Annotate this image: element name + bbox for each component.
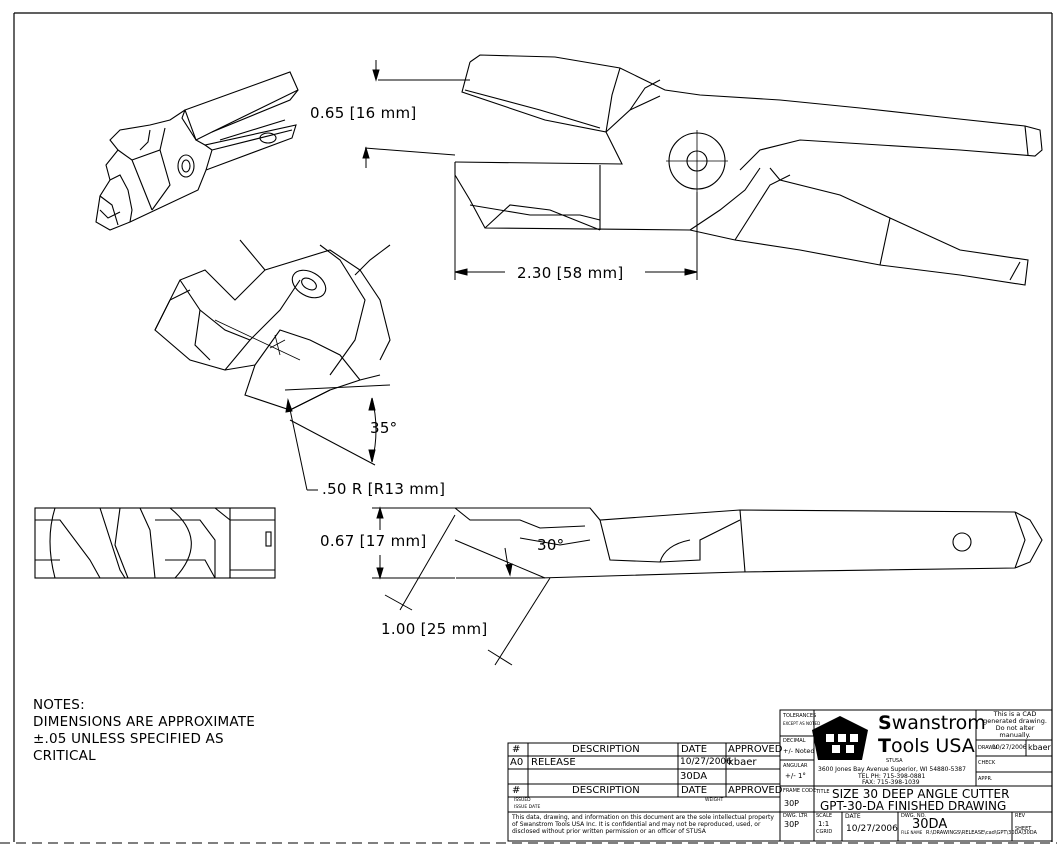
tb-date-label: DATE [845, 813, 861, 820]
rev-issued: ISSUED [514, 798, 531, 803]
rev-row-2-date: 30DA [680, 771, 708, 782]
tb-drawn-by: kbaer [1028, 743, 1051, 752]
tb-dwg-ltr: 30P [784, 820, 800, 829]
tb-dwg-ltr-label: DWG. LTR [783, 813, 808, 819]
rev-footer-approved: APPROVED [728, 785, 783, 796]
notes-line-1: DIMENSIONS ARE APPROXIMATE [33, 714, 255, 730]
rev-footer-date: DATE [681, 785, 708, 796]
dim-thickness-lines [372, 506, 455, 580]
tb-sheet-label: SHEET [1015, 826, 1032, 832]
tb-drawn-label: DRAWN [978, 745, 997, 751]
rev-disclaimer: This data, drawing, and information on t… [512, 814, 774, 835]
iso-view-tool [95, 71, 299, 231]
tb-dwg-no: 30DA [912, 817, 948, 832]
tb-file-name: R:\DRAWINGS\RELEASE\cad\GPT\30DA\30DA [926, 830, 1037, 836]
tb-rev-label: REV [1015, 813, 1026, 819]
tb-angular-label: ANGULAR [783, 763, 808, 769]
tb-scale-label: SCALE [816, 813, 833, 819]
dim-bevel-lines [284, 384, 391, 466]
dim-thickness: 0.67 [17 mm] [320, 532, 427, 550]
side-view-cutter [454, 54, 1043, 286]
tb-company-line2-initial: T [878, 735, 891, 757]
rev-header-description: DESCRIPTION [572, 744, 640, 755]
dim-jaw-open: 0.65 [16 mm] [310, 104, 417, 122]
rev-row-1-description: RELEASE [531, 757, 576, 768]
tb-title-line-1: SIZE 30 DEEP ANGLE CUTTER [832, 787, 1010, 801]
rev-row-1-approved: kbaer [728, 757, 757, 768]
tb-cad-note: This is a CAD generated drawing. Do not … [983, 710, 1047, 739]
rev-header-date: DATE [681, 744, 708, 755]
tb-dwg-no-label: DWG. NO. [901, 813, 926, 819]
dim-bevel-angle: 35° [370, 419, 398, 437]
tb-decimal-label: DECIMAL [783, 738, 806, 744]
end-view [34, 507, 276, 579]
rev-row-1-date: 10/27/2006 [680, 757, 732, 767]
bottom-side-view [454, 507, 1043, 579]
rev-footer-num: # [512, 785, 521, 796]
rev-row-1-num: A0 [510, 757, 524, 768]
dim-jaw-open-lines [362, 60, 470, 168]
company-logo [812, 716, 868, 760]
tb-drawn-date: 10/27/2006 [992, 744, 1027, 751]
notes-line-3: CRITICAL [33, 748, 96, 764]
title-block-grid [779, 709, 1053, 842]
tb-company-line2: Tools USA [878, 735, 975, 757]
tb-address-2: TEL PH: 715-398-0881 [858, 773, 926, 780]
rev-issue-date: ISSUE DATE [514, 805, 541, 810]
tb-title-label: TITLE [816, 789, 830, 795]
dim-offset-lines [384, 514, 551, 666]
tb-cgrid-label: CGRID [816, 829, 833, 835]
tb-address-3: FAX: 715-398-1039 [862, 779, 920, 786]
tb-title-line-2: GPT-30-DA FINISHED DRAWING [820, 799, 1007, 813]
tb-date: 10/27/2006 [846, 824, 898, 834]
tb-decimal-value: +/- Noted [783, 747, 815, 755]
dim-offset-angle: 30° [537, 536, 565, 554]
rev-weight: WEIGHT [705, 798, 724, 803]
tb-check-label: CHECK [978, 760, 996, 766]
notes-heading: NOTES: [33, 697, 85, 713]
tb-tolerances-label: TOLERANCES [783, 713, 817, 719]
dim-pivot-lines [454, 165, 698, 280]
tb-company-line1-rest: wanstrom [891, 712, 986, 734]
tb-angular-value: +/- 1° [785, 772, 806, 780]
tb-address-1: 3600 Jones Bay Avenue Superior, WI 54880… [818, 766, 966, 773]
tb-file-name-label: FILE NAME [901, 830, 923, 835]
detail-view-jaw [154, 239, 391, 411]
dim-pivot-to-tip: 2.30 [58 mm] [517, 264, 624, 282]
tb-company-line1-initial: S [878, 712, 892, 734]
rev-footer-description: DESCRIPTION [572, 785, 640, 796]
rev-header-approved: APPROVED [728, 744, 783, 755]
dim-radius-lines [285, 398, 318, 491]
tb-frame-code: 30P [784, 799, 800, 808]
tb-company-line1: Swanstrom [878, 712, 986, 734]
tb-logo-caption: STUSA [886, 758, 903, 764]
tb-frame-code-label: FRAME CODE [783, 788, 817, 794]
dim-offset-length: 1.00 [25 mm] [381, 620, 488, 638]
tb-tolerances-note: EXCEPT AS NOTED [783, 721, 821, 726]
notes-line-2: ±.05 UNLESS SPECIFIED AS [33, 731, 224, 747]
tb-company-line2-rest: ools USA [890, 735, 975, 757]
sheet-border [13, 12, 1053, 842]
dim-radius: .50 R [R13 mm] [322, 480, 446, 498]
rev-header-num: # [512, 744, 521, 755]
tb-scale: 1:1 [818, 820, 830, 828]
tb-appr-label: APPR. [978, 776, 993, 782]
